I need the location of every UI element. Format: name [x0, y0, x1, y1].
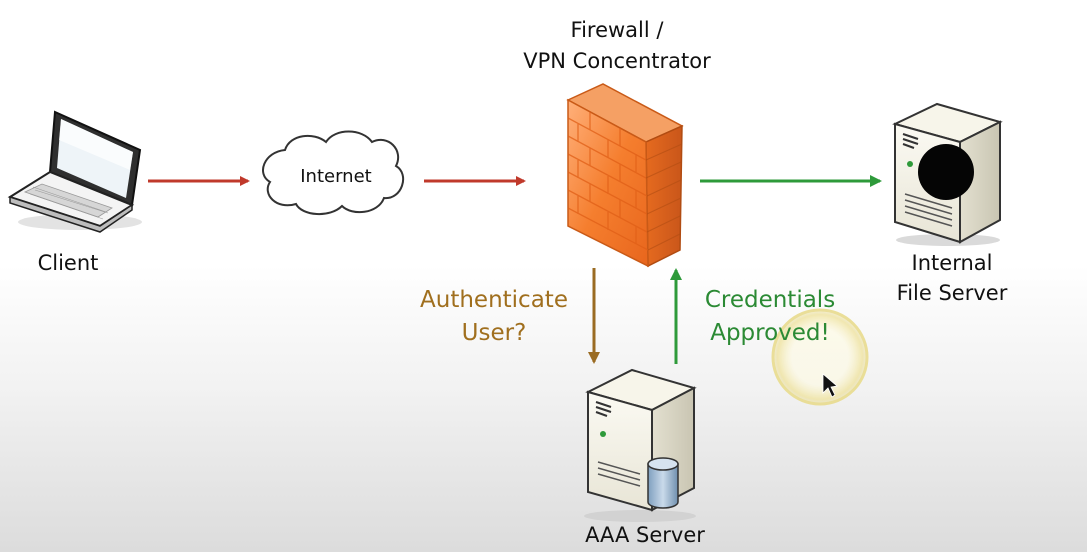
cloud-icon: [262, 130, 405, 215]
file-server-label-line2: File Server: [896, 281, 1008, 305]
authenticate-line2: User?: [461, 320, 527, 346]
client-label: Client: [37, 251, 99, 275]
database-server-icon: [584, 368, 697, 522]
internet-label: Internet: [300, 166, 372, 187]
laptop-icon: [7, 110, 142, 233]
file-server-label: Internal File Server: [880, 249, 1024, 307]
file-server-label-line1: Internal: [911, 251, 993, 275]
server-icon: [892, 102, 1003, 246]
firewall-title-line2: VPN Concentrator: [523, 49, 711, 73]
firewall-icon: [566, 83, 684, 268]
cursor-icon: [771, 308, 869, 406]
firewall-title-line1: Firewall /: [570, 18, 664, 42]
authenticate-line1: Authenticate: [420, 287, 568, 313]
authenticate-user-label: Authenticate User?: [400, 284, 588, 350]
firewall-title: Firewall / VPN Concentrator: [507, 16, 727, 75]
credentials-approved-label: Credentials Approved!: [690, 284, 850, 350]
approved-line1: Credentials: [704, 287, 836, 313]
approved-line2: Approved!: [710, 320, 830, 346]
aaa-server-label: AAA Server: [585, 523, 705, 547]
